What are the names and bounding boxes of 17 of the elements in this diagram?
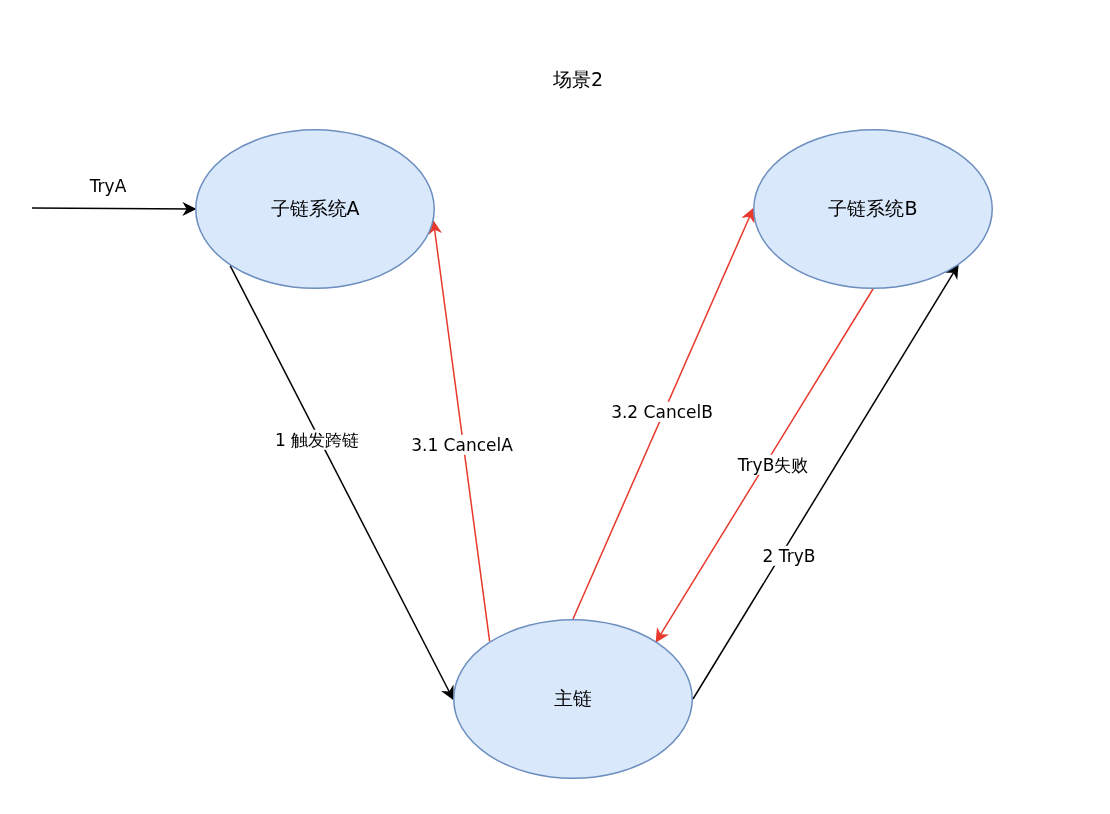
arrow (428, 220, 491, 643)
edge-label: 3.2 CancelB (609, 401, 715, 423)
ellipse-node (753, 129, 993, 289)
arrow (692, 264, 959, 700)
arrow (31, 201, 197, 216)
edge-label: TryB失败 (735, 454, 811, 476)
diagram-title: 场景2 (552, 67, 604, 92)
arrow (655, 288, 874, 643)
ellipse-node (453, 619, 693, 779)
arrow (572, 207, 755, 620)
edge-label: 2 TryB (760, 545, 818, 567)
edge-label: 3.1 CancelA (409, 434, 515, 456)
ellipse-node (195, 129, 435, 289)
node-label: 主链 (554, 686, 592, 711)
arrow (229, 264, 454, 701)
node-label: 子链系统A (270, 196, 360, 221)
node-label: 子链系统B (828, 196, 918, 221)
